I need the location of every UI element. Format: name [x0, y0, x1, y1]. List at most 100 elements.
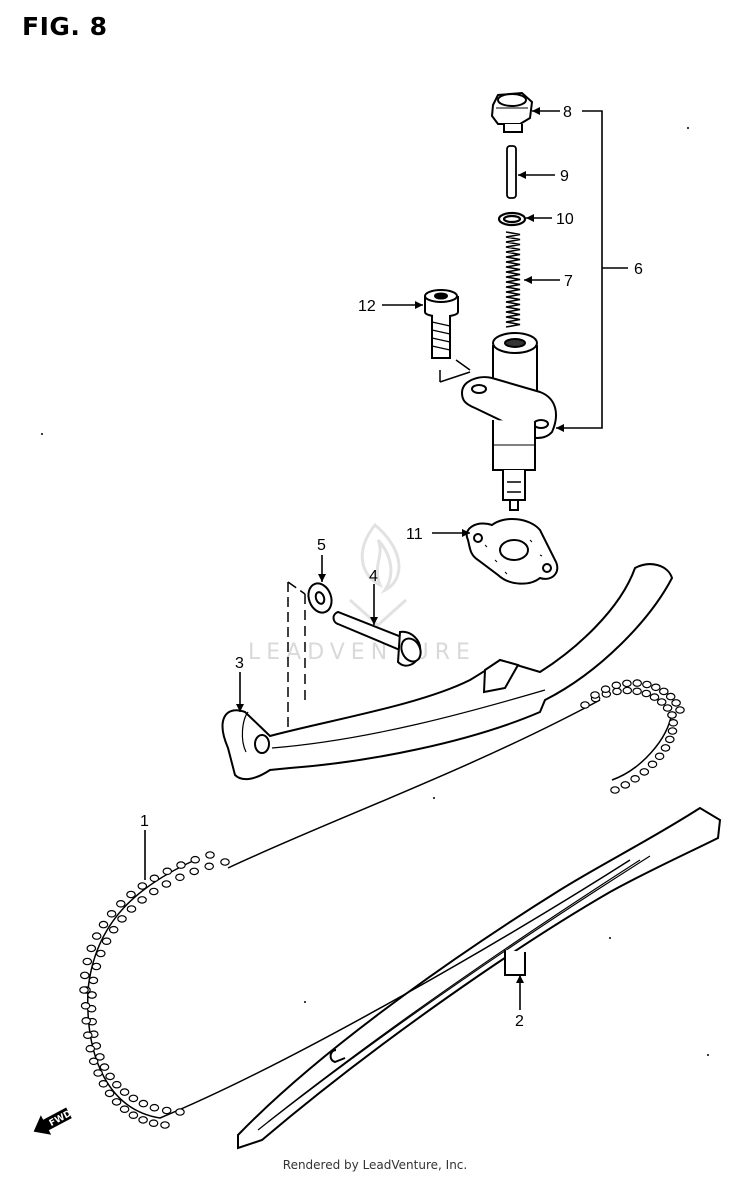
chain-link	[128, 1111, 139, 1120]
chain-link	[667, 727, 678, 735]
chain-link	[642, 680, 652, 689]
chain-link	[88, 976, 99, 985]
watermark-text: LEADVENTURE	[248, 640, 476, 665]
chain-link	[665, 692, 676, 701]
forward-direction-arrow: FWD	[33, 1107, 73, 1135]
chain-link	[79, 986, 89, 994]
chain-link	[675, 706, 685, 714]
chain-link	[138, 1116, 148, 1124]
callout-5: 5	[317, 537, 326, 554]
chain-link	[667, 711, 677, 719]
chain-link	[161, 1106, 172, 1115]
chain-link	[149, 1103, 160, 1112]
chain-link	[86, 944, 97, 953]
chain-link	[126, 905, 137, 913]
chain-link	[91, 962, 102, 971]
chain-link	[85, 1044, 96, 1053]
callout-3: 3	[235, 655, 244, 672]
chain-link	[612, 687, 622, 696]
figure-title: FIG. 8	[22, 12, 108, 41]
part-10-o-ring[interactable]	[497, 211, 527, 227]
chain-link	[664, 735, 675, 744]
chain-link	[108, 925, 119, 934]
chain-link	[128, 1094, 139, 1103]
callout-1: 1	[140, 813, 149, 830]
chain-link	[632, 679, 642, 687]
chain-link	[87, 991, 97, 999]
part-11-tensioner-gasket[interactable]	[465, 518, 559, 585]
part-5-washer[interactable]	[305, 580, 336, 616]
chain-link	[590, 691, 600, 699]
callout-6: 6	[634, 261, 643, 278]
chain-link	[620, 781, 631, 789]
chain-link	[149, 874, 160, 883]
chain-link	[104, 1089, 115, 1098]
chain-link	[117, 915, 127, 923]
part-8-tensioner-cap-bolt[interactable]	[490, 91, 534, 133]
chain-link	[580, 701, 590, 709]
chain-link	[622, 686, 633, 695]
chain-link	[95, 1053, 105, 1061]
callout-11: 11	[406, 526, 423, 543]
chain-link	[101, 937, 112, 946]
chain-link	[176, 861, 186, 869]
chain-link	[88, 1057, 99, 1066]
alignment-dash-lines-guide	[287, 581, 306, 760]
chain-link	[632, 687, 642, 696]
chain-link	[112, 1080, 122, 1089]
part-3-cam-chain-tensioner-guide[interactable]	[221, 563, 674, 781]
part-7-tensioner-spring[interactable]	[505, 231, 521, 328]
chain-link	[671, 699, 681, 707]
chain-link	[98, 1080, 109, 1088]
chain-link	[80, 1001, 91, 1010]
chain-link	[668, 718, 679, 727]
part-9-push-rod[interactable]	[506, 145, 517, 199]
part-4-guide-pin-bolt[interactable]	[332, 610, 425, 667]
part-1-cam-chain[interactable]	[79, 679, 685, 1129]
chain-link	[190, 855, 200, 864]
chain-link	[189, 867, 199, 876]
chain-link	[600, 685, 611, 694]
chain-link	[149, 887, 159, 896]
chain-link	[137, 882, 148, 890]
chain-link	[138, 1099, 149, 1108]
chain-link	[654, 752, 665, 761]
chain-link	[119, 1088, 130, 1096]
chain-link	[650, 683, 661, 692]
chain-link	[119, 1105, 130, 1114]
chain-link	[647, 760, 658, 769]
chain-link	[80, 971, 90, 980]
chain-link	[662, 704, 673, 712]
callout-8: 8	[563, 104, 572, 121]
chain-link	[162, 867, 173, 876]
chain-link	[658, 687, 669, 696]
chain-link	[204, 862, 214, 871]
chain-link	[116, 899, 126, 908]
chain-link	[630, 774, 640, 783]
leader-arrowheads	[236, 107, 564, 983]
callout-2: 2	[515, 1013, 524, 1030]
chain-link	[81, 1016, 91, 1025]
chain-link	[656, 698, 667, 706]
chain-link	[639, 768, 650, 776]
chain-link	[641, 689, 652, 698]
chain-link	[111, 1098, 122, 1106]
part-2-cam-chain-guide[interactable]	[237, 806, 722, 1150]
part-6-chain-tensioner-assembly[interactable]	[460, 332, 557, 511]
part-12-tensioner-mounting-bolt[interactable]	[424, 289, 459, 359]
chain-link	[649, 693, 660, 701]
chain-link	[611, 681, 622, 690]
callout-7: 7	[564, 273, 573, 290]
chain-link	[205, 851, 215, 859]
chain-link	[105, 1072, 115, 1081]
chain-link	[610, 786, 620, 794]
alignment-dash-lines-tensioner	[439, 359, 471, 383]
callout-10: 10	[556, 211, 574, 228]
chain-link	[622, 679, 632, 688]
chain-link	[91, 932, 102, 940]
chain-link	[220, 858, 230, 866]
chain-link	[96, 949, 106, 958]
chain-link	[106, 909, 117, 918]
